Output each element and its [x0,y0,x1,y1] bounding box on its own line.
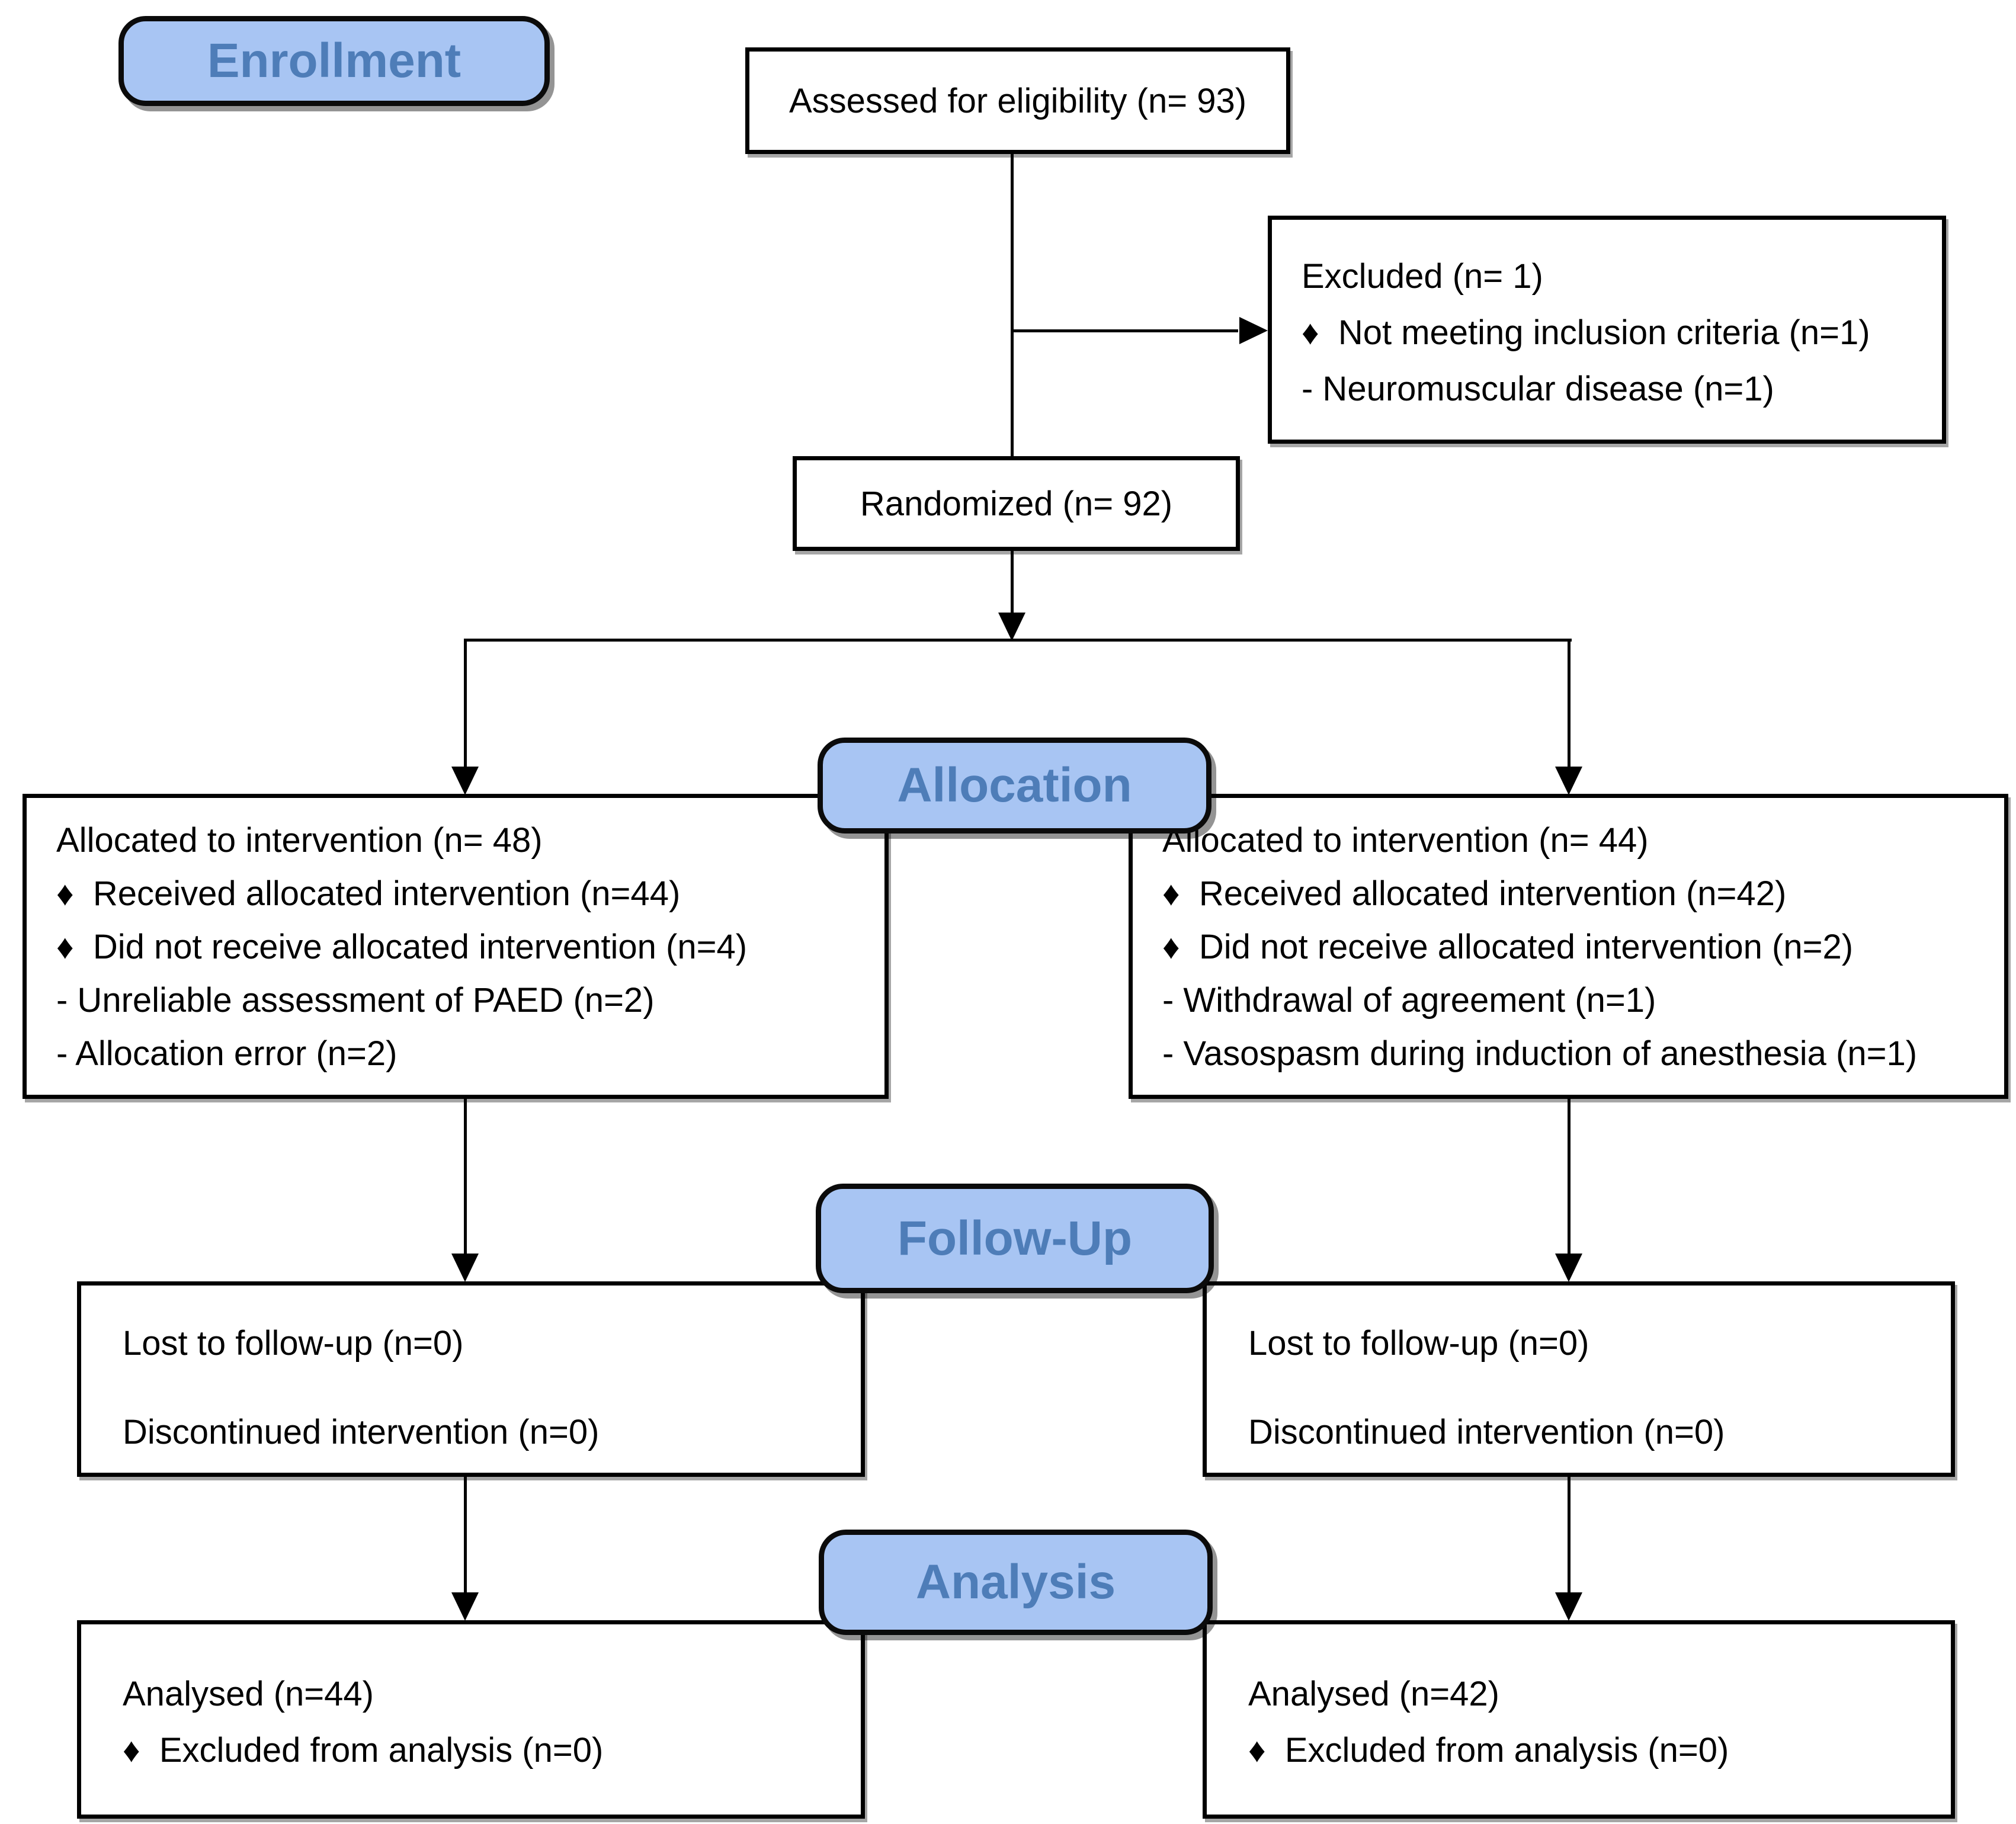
connector-assessed-to-randomized [1011,151,1014,456]
arrowhead-followup-right-icon [1555,1254,1582,1282]
arrowhead-analysis-left-icon [451,1592,479,1621]
section-label-allocation: Allocation [818,738,1211,834]
connector-randomized-to-split [1011,551,1014,613]
allocation-left-subitem: - Unreliable assessment of PAED (n=2) [56,981,655,1020]
allocation-right-item: ♦ Received allocated intervention (n=42) [1162,874,1787,913]
analysis-left-header: Analysed (n=44) [123,1675,374,1713]
arrowhead-allocation-left-icon [451,767,479,795]
connector-to-excluded [1011,329,1238,332]
randomized-text: Randomized (n= 92) [860,484,1173,523]
allocation-left-subitem: - Allocation error (n=2) [56,1034,398,1073]
assessed-text: Assessed for eligibility (n= 93) [789,81,1247,120]
followup-right-discontinued: Discontinued intervention (n=0) [1248,1413,1725,1451]
analysis-right-item: ♦ Excluded from analysis (n=0) [1248,1731,1729,1769]
connector-followup-to-analysis-left [464,1477,467,1593]
arrowhead-excluded-icon [1239,317,1268,344]
connector-allocation-to-followup-right [1568,1099,1571,1254]
box-allocation-right: Allocated to intervention (n= 44) ♦ Rece… [1129,794,2008,1099]
analysis-left-item: ♦ Excluded from analysis (n=0) [123,1731,604,1769]
excluded-reason-item: ♦ Not meeting inclusion criteria (n=1) [1302,313,1870,352]
box-allocation-left: Allocated to intervention (n= 48) ♦ Rece… [23,794,889,1099]
arrowhead-analysis-right-icon [1555,1592,1582,1621]
connector-split-to-allocation-right [1568,639,1571,767]
box-assessed-eligibility: Assessed for eligibility (n= 93) [745,47,1290,154]
section-label-followup: Follow-Up [816,1184,1214,1293]
allocation-right-subitem: - Vasospasm during induction of anesthes… [1162,1034,1918,1073]
excluded-reason-subitem: - Neuromuscular disease (n=1) [1302,370,1774,408]
box-excluded: Excluded (n= 1) ♦ Not meeting inclusion … [1268,216,1946,444]
followup-right-lost: Lost to follow-up (n=0) [1248,1324,1589,1363]
allocation-right-header: Allocated to intervention (n= 44) [1162,821,1649,860]
connector-followup-to-analysis-right [1568,1477,1571,1593]
box-followup-left: Lost to follow-up (n=0) Discontinued int… [77,1281,865,1477]
connector-split-to-allocation-left [464,639,467,767]
followup-left-lost: Lost to follow-up (n=0) [123,1324,464,1363]
allocation-left-header: Allocated to intervention (n= 48) [56,821,543,860]
box-analysis-left: Analysed (n=44) ♦ Excluded from analysis… [77,1620,865,1819]
arrowhead-followup-left-icon [451,1254,479,1282]
arrowhead-allocation-right-icon [1555,767,1582,795]
allocation-right-item: ♦ Did not receive allocated intervention… [1162,928,1854,966]
excluded-header: Excluded (n= 1) [1302,257,1543,296]
analysis-right-header: Analysed (n=42) [1248,1675,1499,1713]
box-analysis-right: Analysed (n=42) ♦ Excluded from analysis… [1203,1620,1955,1819]
connector-allocation-to-followup-left [464,1099,467,1254]
box-followup-right: Lost to follow-up (n=0) Discontinued int… [1203,1281,1955,1477]
section-label-analysis: Analysis [819,1530,1213,1635]
allocation-left-item: ♦ Received allocated intervention (n=44) [56,874,681,913]
section-label-enrollment: Enrollment [118,16,550,106]
allocation-right-subitem: - Withdrawal of agreement (n=1) [1162,981,1656,1020]
box-randomized: Randomized (n= 92) [793,456,1240,551]
allocation-left-item: ♦ Did not receive allocated intervention… [56,928,748,966]
arrowhead-split-icon [998,613,1025,641]
followup-left-discontinued: Discontinued intervention (n=0) [123,1413,600,1451]
